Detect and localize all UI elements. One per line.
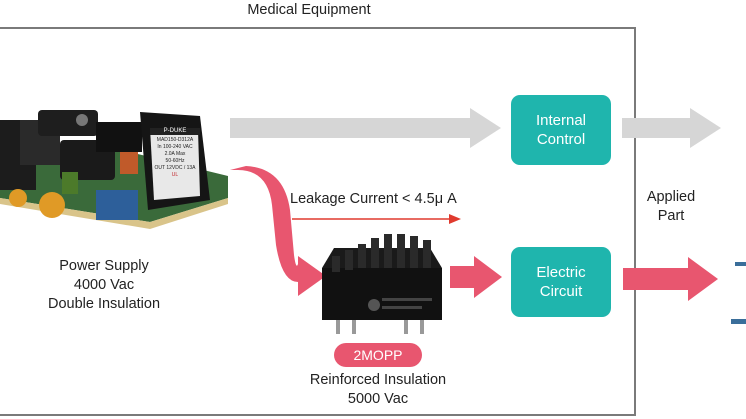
reinforced-insulation-label: Reinforced Insulation 5000 Vac xyxy=(290,371,466,409)
power-supply-label: Power Supply 4000 Vac Double Insulation xyxy=(20,257,188,314)
product-label-print: P-DUKE MAD150-D312A In 100-240 VAC 2.0A … xyxy=(150,128,200,179)
pink-arrow-from-circuit xyxy=(623,257,718,301)
reinforced-line1: Reinforced Insulation xyxy=(309,372,447,388)
frame-title: Medical Equipment xyxy=(247,2,371,18)
power-supply-line2: 4000 Vac xyxy=(73,277,135,293)
medical-equipment-frame xyxy=(0,27,636,416)
leakage-arrow-head xyxy=(449,214,461,224)
pink-arrow-to-circuit xyxy=(450,256,502,298)
electric-circuit-line1: Electric xyxy=(536,264,586,281)
electric-circuit-box: Electric Circuit xyxy=(511,247,611,317)
power-supply-line1: Power Supply xyxy=(59,258,149,274)
product-spec-2: 2.0A Max xyxy=(164,151,186,157)
leakage-current-label: Leakage Current < 4.5μ A xyxy=(290,191,457,207)
product-model: MAD150-D312A xyxy=(156,137,194,143)
edge-mark-bottom xyxy=(731,319,746,324)
power-supply-image xyxy=(0,110,228,229)
internal-control-line2: Control xyxy=(536,131,586,148)
reinforced-line2: 5000 Vac xyxy=(347,391,409,407)
internal-control-line1: Internal xyxy=(535,112,587,129)
product-spec-4: OUT 12VDC / 13A xyxy=(154,165,196,171)
power-supply-line3: Double Insulation xyxy=(47,296,161,312)
product-brand: P-DUKE xyxy=(150,128,200,135)
edge-mark-top xyxy=(735,262,746,266)
applied-part-line2: Part xyxy=(657,208,685,224)
electric-circuit-line2: Circuit xyxy=(539,283,583,300)
gray-arrow-from-internal xyxy=(622,108,721,148)
pink-curved-arrow xyxy=(230,166,326,296)
product-spec-3: 50-60Hz xyxy=(165,158,185,164)
gray-arrow-to-internal xyxy=(230,108,501,148)
applied-part-line1: Applied xyxy=(646,189,696,205)
dc-module-image xyxy=(322,234,442,334)
internal-control-box: Internal Control xyxy=(511,95,611,165)
2mopp-badge: 2MOPP xyxy=(334,343,422,367)
applied-part-label: Applied Part xyxy=(636,188,706,226)
product-cert: UL xyxy=(171,172,179,178)
product-spec-1: In 100-240 VAC xyxy=(157,144,193,150)
